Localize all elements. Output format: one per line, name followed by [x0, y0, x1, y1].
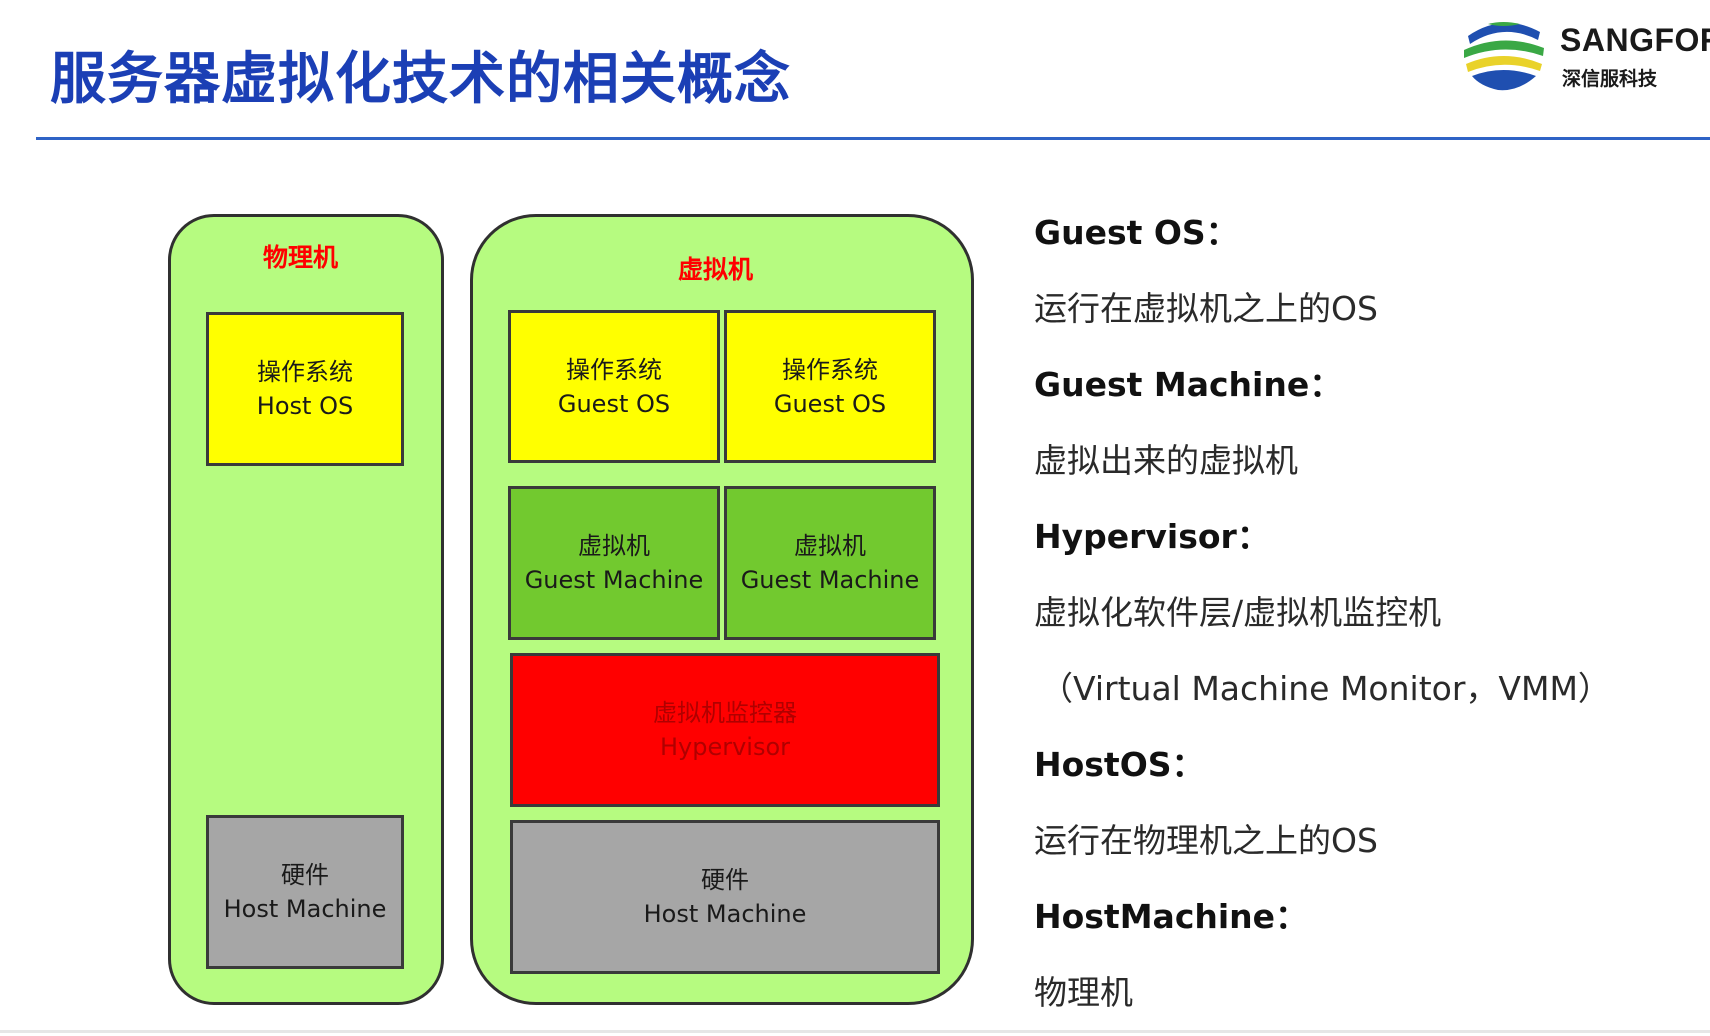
host-os-box: 操作系统 Host OS: [206, 312, 404, 466]
guest-machine-box-1: 虚拟机 Guest Machine: [508, 486, 720, 640]
term-host-os: HostOS：: [1034, 745, 1205, 784]
bottom-divider: [0, 1030, 1710, 1033]
hypervisor-line2: Hypervisor: [659, 733, 791, 761]
desc-hypervisor-vmm: （Virtual Machine Monitor，VMM）: [1040, 669, 1611, 708]
term-hypervisor: Hypervisor：: [1034, 517, 1270, 556]
virtual-hardware-line1: 硬件: [701, 866, 749, 894]
guest-os-1-line2: Guest OS: [557, 389, 671, 418]
physical-hardware-box: 硬件 Host Machine: [206, 815, 404, 969]
physical-hardware-line2: Host Machine: [223, 895, 387, 923]
guest-machine-2-line2: Guest Machine: [740, 566, 920, 594]
logo-brand-text: SANGFOR: [1560, 22, 1710, 58]
desc-host-os: 运行在物理机之上的OS: [1034, 821, 1378, 860]
virtual-hardware-line2: Host Machine: [643, 900, 807, 928]
guest-machine-box-2: 虚拟机 Guest Machine: [724, 486, 936, 640]
page-title: 服务器虚拟化技术的相关概念: [50, 47, 791, 112]
guest-os-2-line1: 操作系统: [782, 355, 878, 384]
sangfor-logo: SANGFOR 深信服科技: [1458, 14, 1710, 94]
guest-os-box-2: 操作系统 Guest OS: [724, 310, 936, 463]
guest-machine-1-line1: 虚拟机: [578, 532, 650, 560]
desc-guest-machine: 虚拟出来的虚拟机: [1034, 441, 1298, 480]
virtual-machine-title: 虚拟机: [678, 255, 754, 284]
guest-os-1-line1: 操作系统: [566, 355, 662, 384]
desc-hypervisor: 虚拟化软件层/虚拟机监控机: [1034, 593, 1442, 632]
guest-machine-2-line1: 虚拟机: [794, 532, 866, 560]
term-guest-machine: Guest Machine：: [1034, 365, 1343, 404]
desc-guest-os: 运行在虚拟机之上的OS: [1034, 289, 1378, 328]
header-divider: [36, 137, 1710, 140]
sangfor-logo-icon: [1463, 18, 1544, 91]
virtual-hardware-box: 硬件 Host Machine: [510, 820, 940, 974]
host-os-line2: Host OS: [256, 392, 354, 420]
guest-os-2-line2: Guest OS: [773, 389, 887, 418]
hypervisor-box: 虚拟机监控器 Hypervisor: [510, 653, 940, 807]
physical-hardware-line1: 硬件: [281, 861, 329, 889]
host-os-line1: 操作系统: [257, 358, 353, 386]
desc-host-machine: 物理机: [1034, 973, 1133, 1012]
logo-brand-cn-text: 深信服科技: [1562, 68, 1658, 90]
term-host-machine: HostMachine：: [1034, 897, 1309, 936]
term-guest-os: Guest OS：: [1034, 213, 1239, 252]
hypervisor-line1: 虚拟机监控器: [653, 699, 797, 727]
physical-machine-title: 物理机: [263, 243, 339, 272]
guest-os-box-1: 操作系统 Guest OS: [508, 310, 720, 463]
guest-machine-1-line2: Guest Machine: [524, 566, 704, 594]
